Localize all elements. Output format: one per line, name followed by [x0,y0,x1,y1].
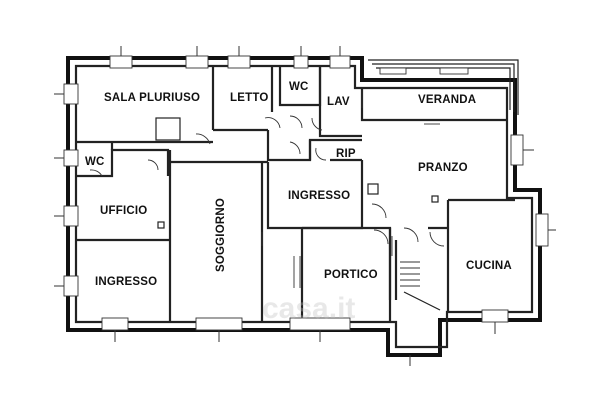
room-label-ingresso-left: INGRESSO [95,276,157,288]
room-label-portico: PORTICO [324,269,378,281]
fixtures [155,117,439,229]
room-label-cucina: CUCINA [466,260,512,272]
room-label-rip: RIP [336,148,356,160]
dimension-ticks [54,46,556,366]
doors [89,90,445,288]
room-label-lav: LAV [327,96,350,108]
watermark: casa.it [262,292,355,325]
room-label-veranda: VERANDA [418,94,476,106]
room-labels: SALA PLURIUSO LETTO WC LAV VERANDA RIP W… [85,81,512,288]
room-label-ingresso-center: INGRESSO [288,190,350,202]
room-label-sala-pluriuso: SALA PLURIUSO [104,92,200,104]
outer-walls [66,56,542,357]
room-label-wc-left: WC [85,156,105,168]
room-label-soggiorno: SOGGIORNO [215,198,227,272]
room-label-pranzo: PRANZO [418,162,468,174]
room-label-ufficio: UFFICIO [100,205,147,217]
stairs [400,261,420,287]
room-label-letto: LETTO [230,92,268,104]
windows [63,55,549,331]
room-label-wc-top: WC [289,81,309,93]
